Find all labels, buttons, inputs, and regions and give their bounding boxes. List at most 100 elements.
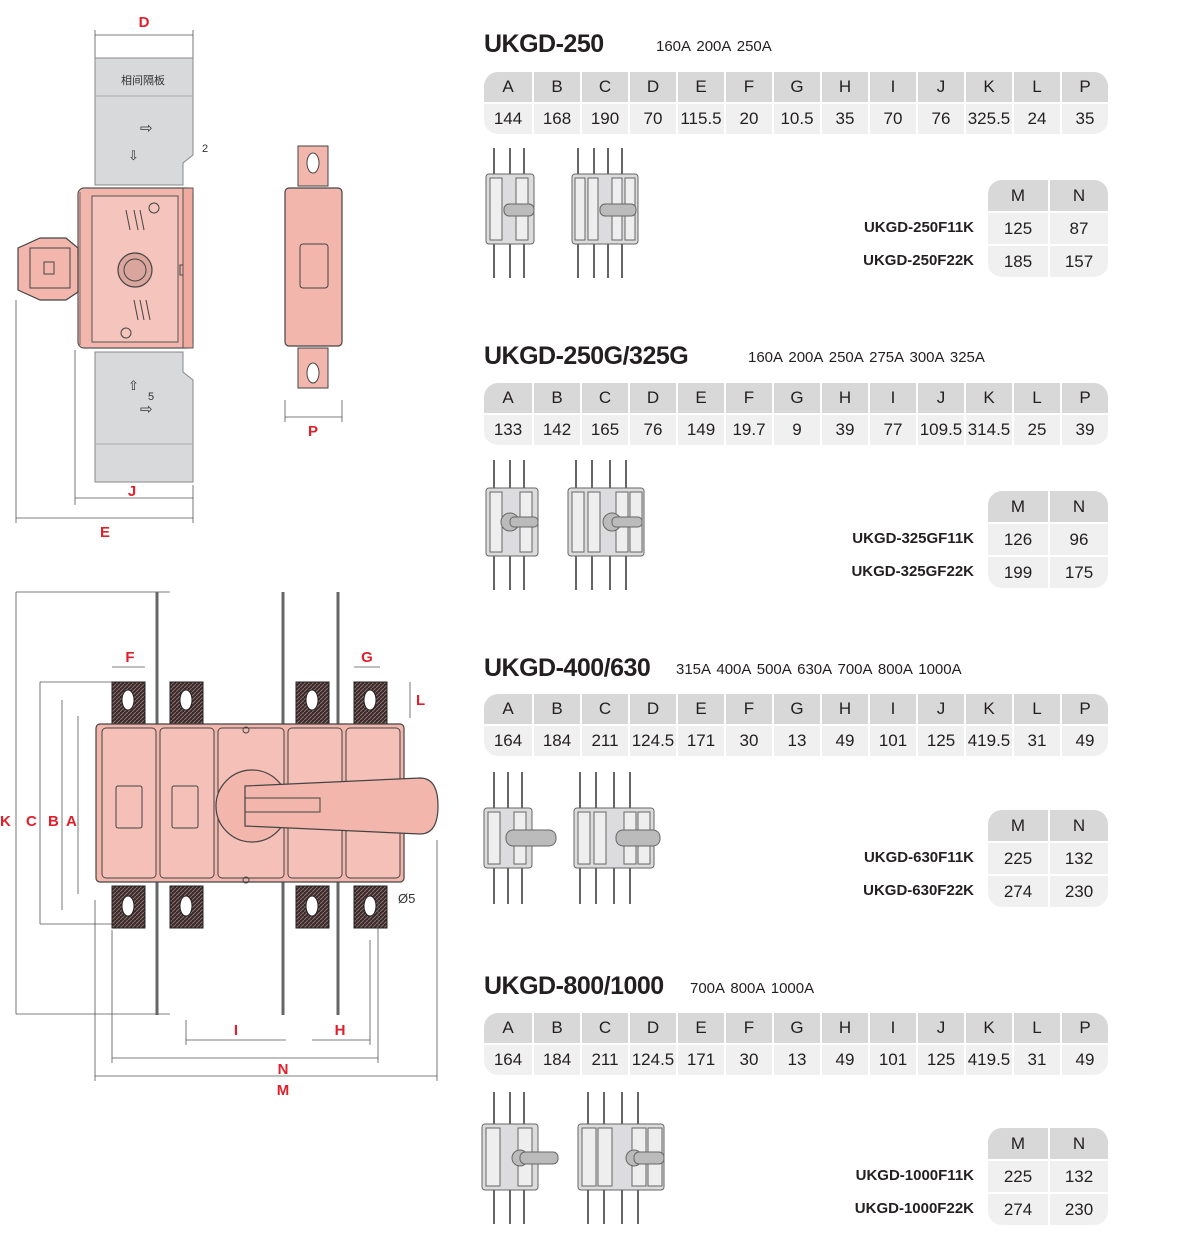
- dim-label-n: N: [278, 1061, 289, 1078]
- section-ratings: 315A 400A 500A 630A 700A 800A 1000A: [676, 661, 962, 678]
- table-cell: 124.5: [628, 1043, 676, 1075]
- col-header: G: [772, 383, 820, 413]
- section-title: UKGD-250G/325G: [484, 342, 689, 370]
- model-name: UKGD-250F11K: [863, 219, 974, 236]
- col-header: A: [484, 383, 532, 413]
- col-header: P: [1060, 72, 1108, 102]
- section-ratings: 700A 800A 1000A: [690, 980, 815, 997]
- col-header: A: [484, 1013, 532, 1043]
- table-cell: 70: [628, 102, 676, 134]
- table-cell: 133: [484, 413, 532, 445]
- table-cell: 70: [868, 102, 916, 134]
- col-header: J: [916, 383, 964, 413]
- table-cell: 165: [580, 413, 628, 445]
- col-header: C: [580, 1013, 628, 1043]
- table-cell: 149: [676, 413, 724, 445]
- table-cell: 164: [484, 724, 532, 756]
- model-n: 157: [1048, 244, 1108, 277]
- table-cell: 419.5: [964, 724, 1012, 756]
- table-cell: 125: [916, 1043, 964, 1075]
- col-header: A: [484, 72, 532, 102]
- dim-label-b: B: [48, 813, 59, 830]
- model-name: UKGD-630F22K: [863, 882, 974, 899]
- table-cell: 20: [724, 102, 772, 134]
- note-5: 5: [148, 391, 154, 403]
- col-header: C: [580, 72, 628, 102]
- col-header: F: [724, 694, 772, 724]
- table-cell: 24: [1012, 102, 1060, 134]
- table-cell: 77: [868, 413, 916, 445]
- dim-label-l: L: [416, 692, 425, 709]
- model-n: 132: [1048, 841, 1108, 874]
- section-title: UKGD-800/1000: [484, 972, 664, 1000]
- table-cell: 190: [580, 102, 628, 134]
- col-header: I: [868, 72, 916, 102]
- arrow-up-icon: ⇧: [128, 378, 139, 393]
- table-cell: 76: [916, 102, 964, 134]
- col-header: L: [1012, 694, 1060, 724]
- model-name: UKGD-325GF22K: [851, 563, 974, 580]
- table-cell: 211: [580, 724, 628, 756]
- col-header: K: [964, 383, 1012, 413]
- table-cell: 30: [724, 724, 772, 756]
- col-header-m: M: [988, 491, 1048, 522]
- col-header-n: N: [1048, 491, 1108, 522]
- dim-label-c: C: [26, 813, 37, 830]
- table-cell: 184: [532, 724, 580, 756]
- col-header: B: [532, 694, 580, 724]
- dim-label-d: D: [139, 14, 150, 31]
- col-header: K: [964, 694, 1012, 724]
- table-cell: 19.7: [724, 413, 772, 445]
- col-header: D: [628, 383, 676, 413]
- col-header-m: M: [988, 810, 1048, 841]
- col-header: B: [532, 1013, 580, 1043]
- table-cell: 49: [1060, 1043, 1108, 1075]
- section-ratings: 160A 200A 250A 275A 300A 325A: [748, 349, 985, 366]
- table-cell: 184: [532, 1043, 580, 1075]
- model-name: UKGD-250F22K: [863, 252, 974, 269]
- col-header: F: [724, 1013, 772, 1043]
- col-header: I: [868, 694, 916, 724]
- model-name: UKGD-1000F11K: [855, 1167, 974, 1184]
- col-header: K: [964, 72, 1012, 102]
- barrier-label: 相间隔板: [121, 73, 165, 87]
- dim-label-m: M: [277, 1082, 290, 1099]
- col-header: D: [628, 694, 676, 724]
- section-title: UKGD-250: [484, 30, 604, 58]
- col-header: L: [1012, 72, 1060, 102]
- col-header-m: M: [988, 1128, 1048, 1159]
- col-header-n: N: [1048, 180, 1108, 211]
- arrow-right-icon-2: ⇨: [140, 401, 153, 418]
- section-title: UKGD-400/630: [484, 654, 651, 682]
- table-cell: 49: [820, 1043, 868, 1075]
- table-cell: 419.5: [964, 1043, 1012, 1075]
- table-cell: 115.5: [676, 102, 724, 134]
- dim-label-p: P: [308, 423, 318, 440]
- col-header: I: [868, 1013, 916, 1043]
- col-header: H: [820, 1013, 868, 1043]
- table-cell: 164: [484, 1043, 532, 1075]
- dim-label-e: E: [100, 524, 110, 541]
- table-cell: 101: [868, 1043, 916, 1075]
- model-m: 199: [988, 555, 1048, 588]
- table-cell: 168: [532, 102, 580, 134]
- col-header: A: [484, 694, 532, 724]
- col-header: H: [820, 72, 868, 102]
- switch-illustration: [485, 460, 645, 590]
- table-cell: 171: [676, 724, 724, 756]
- switch-illustration: [481, 1092, 665, 1224]
- col-header: D: [628, 1013, 676, 1043]
- col-header: J: [916, 1013, 964, 1043]
- col-header: P: [1060, 694, 1108, 724]
- model-m: 225: [988, 1159, 1048, 1192]
- dim-label-f: F: [125, 649, 134, 666]
- dim-label-h: H: [335, 1022, 346, 1039]
- table-cell: 314.5: [964, 413, 1012, 445]
- model-m: 185: [988, 244, 1048, 277]
- col-header: L: [1012, 1013, 1060, 1043]
- col-header: H: [820, 694, 868, 724]
- side-view: D 相间隔板 ⇨ ⇩ 2 ⇧ ⇨ 5 J: [15, 14, 208, 541]
- model-n: 175: [1048, 555, 1108, 588]
- col-header: P: [1060, 383, 1108, 413]
